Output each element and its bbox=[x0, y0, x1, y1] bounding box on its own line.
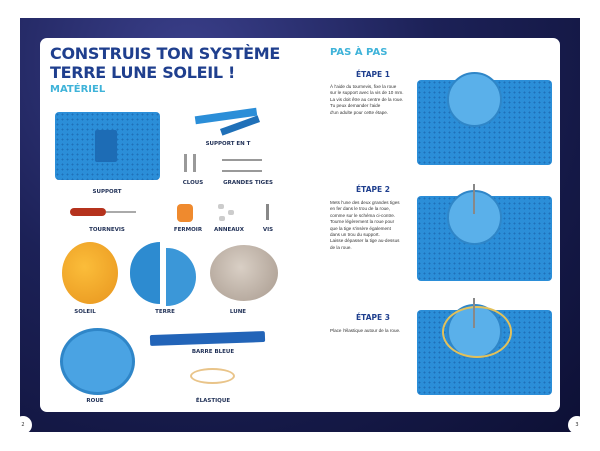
label-grandes-tiges: GRANDES TIGES bbox=[223, 180, 273, 186]
label-anneaux: ANNEAUX bbox=[213, 227, 245, 233]
step-3-image bbox=[417, 298, 552, 395]
label-elastique: ÉLASTIQUE bbox=[195, 398, 231, 404]
label-barre-bleue: BARRE BLEUE bbox=[191, 349, 235, 355]
title-line-1: CONSTRUIS TON SYSTÈME bbox=[50, 44, 281, 63]
wheel-image bbox=[60, 328, 135, 395]
rings-image bbox=[218, 204, 224, 209]
step-1-text: À l'aide du tournevis, fixe la roue sur … bbox=[330, 84, 404, 115]
booklet-spread: CONSTRUIS TON SYSTÈME TERRE LUNE SOLEIL … bbox=[40, 38, 560, 412]
step-2-image bbox=[417, 184, 552, 281]
screw-image bbox=[266, 204, 269, 220]
earth-image bbox=[130, 242, 160, 304]
label-vis: VIS bbox=[262, 227, 274, 233]
step-1-image bbox=[417, 72, 552, 165]
support-image bbox=[55, 112, 160, 180]
label-clous: CLOUS bbox=[182, 180, 204, 186]
label-soleil: SOLEIL bbox=[74, 309, 96, 315]
blue-bar-image bbox=[149, 330, 266, 347]
step-3-text: Place l'élastique autour de la roue. bbox=[330, 328, 401, 333]
label-fermoir: FERMOIR bbox=[173, 227, 203, 233]
screwdriver-image bbox=[70, 208, 106, 216]
page-number-left: 2 bbox=[14, 416, 32, 434]
steps-heading: PAS À PAS bbox=[330, 47, 388, 58]
label-tournevis: TOURNEVIS bbox=[89, 227, 125, 233]
step-1-title: ÉTAPE 1 bbox=[356, 70, 390, 79]
step-2-title: ÉTAPE 2 bbox=[356, 185, 390, 194]
moon-image bbox=[210, 245, 278, 301]
page-number-right: 3 bbox=[568, 416, 586, 434]
label-support-en-t: SUPPORT EN T bbox=[205, 141, 251, 147]
elastic-image bbox=[190, 368, 235, 384]
page-title: CONSTRUIS TON SYSTÈME TERRE LUNE SOLEIL … bbox=[50, 44, 280, 82]
step-2-text: Mets l'une des deux grandes tiges en fer… bbox=[330, 200, 400, 250]
label-terre: TERRE bbox=[155, 309, 175, 315]
nails-image bbox=[193, 154, 196, 172]
label-lune: LUNE bbox=[229, 309, 247, 315]
clasp-image bbox=[177, 204, 193, 222]
materials-heading: MATÉRIEL bbox=[50, 84, 106, 95]
title-line-2: TERRE LUNE SOLEIL ! bbox=[50, 63, 236, 82]
label-support: SUPPORT bbox=[92, 189, 122, 195]
rods-image bbox=[222, 159, 262, 161]
label-roue: ROUE bbox=[86, 398, 104, 404]
sun-image bbox=[62, 242, 118, 304]
step-3-title: ÉTAPE 3 bbox=[356, 313, 390, 322]
